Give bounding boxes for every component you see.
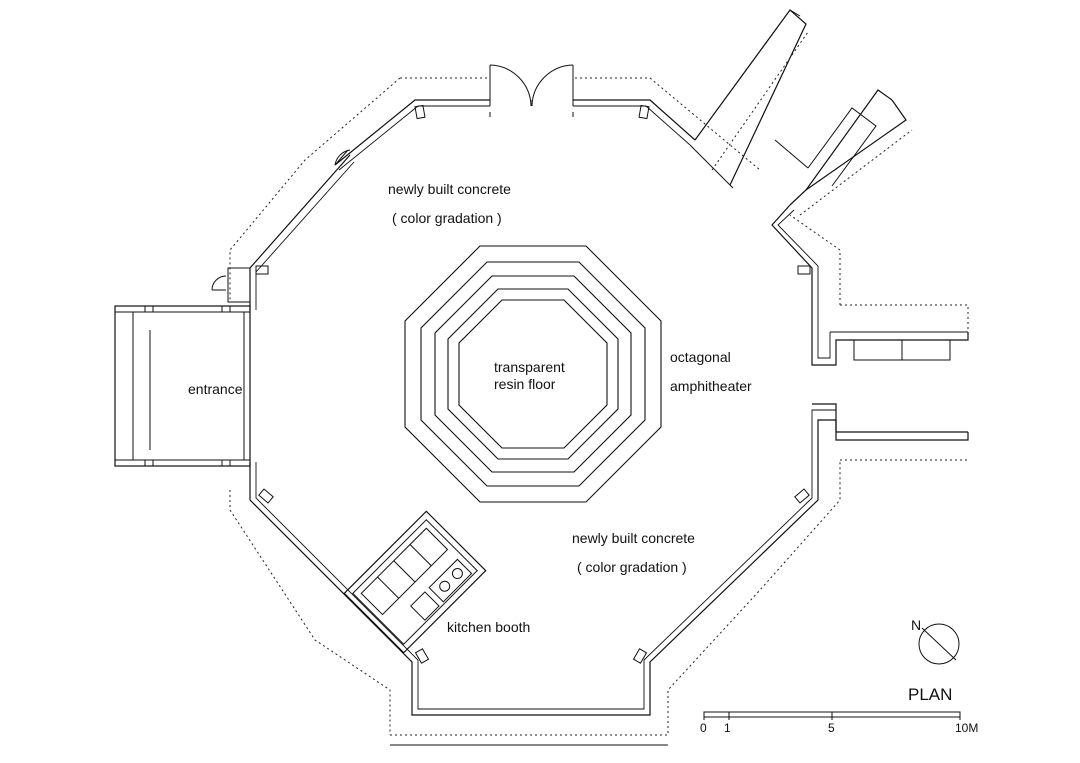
label-concrete-bottom-1: newly built concrete [572,530,695,546]
north-label: N [911,617,921,633]
scale-tick-1: 1 [724,721,731,735]
main-octagon-wall [249,99,969,716]
scale-tick-5: 5 [828,721,835,735]
label-amph-1: octagonal [670,349,731,365]
plan-labels: newly built concrete ( color gradation )… [188,181,752,635]
scale-tick-10: 10M [955,721,978,735]
right-annex [853,339,951,361]
label-concrete-bottom-2: ( color gradation ) [577,559,687,575]
label-entrance: entrance [188,381,243,397]
site-boundary [229,77,969,746]
label-floor-1: transparent [494,359,565,375]
label-amph-2: amphitheater [670,378,752,394]
entrance-annex [114,267,251,467]
scale-tick-0: 0 [700,721,707,735]
kitchen-booth [343,510,487,654]
scale-bar: 0 1 5 10M [700,711,978,735]
upper-right-annex [689,9,913,216]
octagonal-amphitheater [404,245,662,503]
column-markers [255,104,811,664]
label-concrete-top-1: newly built concrete [388,181,511,197]
label-concrete-top-2: ( color gradation ) [392,210,502,226]
top-double-door [489,64,574,117]
label-floor-2: resin floor [494,376,556,392]
side-door-icon [334,149,351,166]
north-arrow-icon: N [911,617,960,665]
plan-title: PLAN [908,685,952,704]
label-kitchen: kitchen booth [447,619,530,635]
